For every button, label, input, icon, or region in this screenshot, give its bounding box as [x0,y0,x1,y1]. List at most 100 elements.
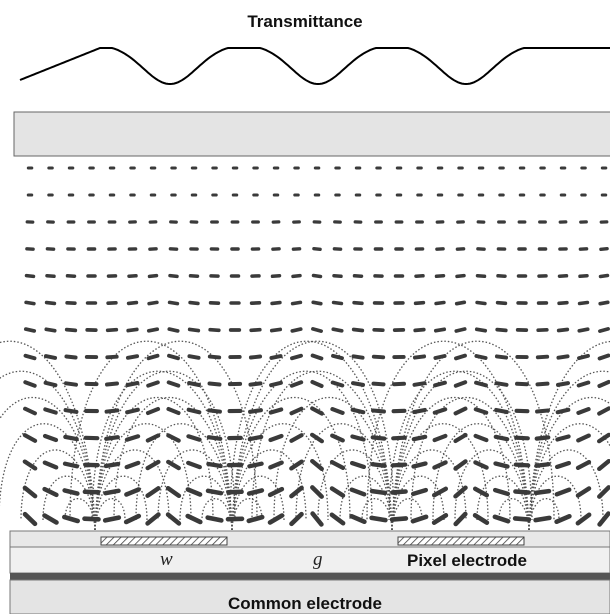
lc-molecule [311,300,323,306]
top-substrate [13,111,610,157]
lc-molecule [248,354,263,360]
lc-molecule [289,406,304,416]
lc-molecule [454,300,467,306]
lc-molecule [125,407,140,415]
diagram-title: Transmittance [247,12,363,31]
lc-molecule [165,512,182,526]
lc-molecule [146,327,160,333]
lc-molecule [555,407,571,415]
lc-molecule [472,486,490,498]
lc-molecule [557,300,569,306]
field-line [391,498,423,531]
lc-molecule [205,515,224,523]
lc-molecule [206,461,223,469]
lc-molecule [596,432,610,444]
lc-molecule [492,514,511,524]
lc-molecule [185,513,203,525]
lc-molecule [248,381,263,387]
lc-molecule [166,433,181,443]
transmittance-curve [19,47,610,86]
lc-molecule [188,300,200,306]
lc-molecule [249,327,262,333]
pixel-electrode-strip-2 [397,536,525,546]
lc-molecule [82,516,101,522]
lc-molecule [187,381,201,387]
lc-molecule [207,381,222,387]
lc-molecule [62,488,80,496]
lc-molecule [329,512,346,526]
lc-molecule [351,327,365,333]
lc-molecule [270,300,282,306]
lc-molecule [432,407,448,415]
lc-molecule [576,380,591,388]
lc-molecule [42,460,59,470]
lc-molecule [474,380,488,388]
field-line [454,449,530,531]
lc-molecule [289,433,304,443]
lc-molecule [371,381,386,387]
field-line [94,449,170,531]
lc-molecule [453,485,468,499]
lc-molecule [206,435,223,441]
lc-molecule [167,327,180,333]
lc-molecule [310,406,324,416]
insulator-layer [9,546,610,574]
lc-molecule [147,273,159,279]
lc-molecule [434,273,446,279]
lc-molecule [475,300,487,306]
lc-molecule [577,300,590,306]
lc-molecule [555,434,571,442]
lc-molecule [105,381,119,387]
lc-molecule [598,273,610,279]
field-line [251,370,393,531]
field-line [42,475,96,531]
lc-molecule [351,354,365,360]
lc-molecule [187,354,201,360]
lc-molecule [411,434,428,442]
lc-molecule [166,380,181,388]
lc-molecule [290,353,303,361]
lc-molecule [268,433,284,443]
field-line [388,370,530,531]
field-line [391,396,511,531]
lc-molecule [474,327,488,333]
lc-molecule [597,353,610,361]
lc-molecule [290,300,303,306]
pixel-electrode-label: Pixel electrode [407,551,528,570]
lc-molecule [42,433,59,443]
lc-molecule [329,486,346,498]
lc-molecule [165,485,182,499]
electric-field-lines [0,340,610,531]
common-electrode-label: Common electrode [228,594,382,613]
field-line [317,449,393,531]
lc-molecule [331,353,344,361]
field-line [201,498,233,531]
lc-molecule [331,300,344,306]
lc-molecule [289,380,304,388]
field-line [20,449,96,531]
lc-molecule [289,459,304,471]
lc-molecule [330,433,345,443]
field-line [94,475,148,531]
lc-molecule [270,273,282,279]
lc-molecule [62,514,80,524]
field-line [179,475,233,531]
lc-molecule [24,273,36,279]
lc-molecule [330,380,345,388]
field-line [94,370,236,531]
lc-molecule [269,327,283,333]
lc-molecule [24,300,36,306]
lc-molecule [455,273,466,279]
lc-molecule [268,460,284,470]
lc-molecule [575,512,592,526]
field-line [94,396,214,531]
lc-molecule [371,408,386,414]
lc-molecule [22,459,38,471]
lc-molecule [597,511,610,527]
field-line [157,449,233,531]
lc-molecule [269,380,283,388]
lc-molecule [554,460,572,470]
field-line [231,370,373,531]
lc-molecule [578,273,589,279]
lc-molecule [147,300,159,306]
